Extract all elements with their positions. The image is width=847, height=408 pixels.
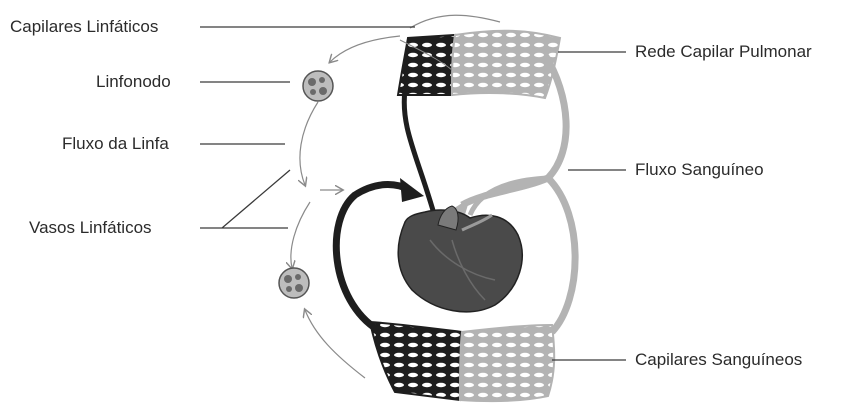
label-lymph-vessels: Vasos Linfáticos xyxy=(29,218,152,238)
leader-line-lymph-vessels xyxy=(200,170,290,228)
lymph-node-lower xyxy=(279,268,309,298)
label-lymph-node: Linfonodo xyxy=(96,72,171,92)
label-pulmonary-capillary-network: Rede Capilar Pulmonar xyxy=(635,42,812,62)
heart-illustration xyxy=(398,206,522,312)
pulmonary-capillary-network xyxy=(398,15,560,98)
systemic-capillary-network xyxy=(370,322,554,401)
label-lymph-capillaries: Capilares Linfáticos xyxy=(10,17,158,37)
lymph-node-upper xyxy=(303,71,333,101)
label-lymph-flow: Fluxo da Linfa xyxy=(62,134,169,154)
label-blood-capillaries: Capilares Sanguíneos xyxy=(635,350,802,370)
label-blood-flow: Fluxo Sanguíneo xyxy=(635,160,764,180)
